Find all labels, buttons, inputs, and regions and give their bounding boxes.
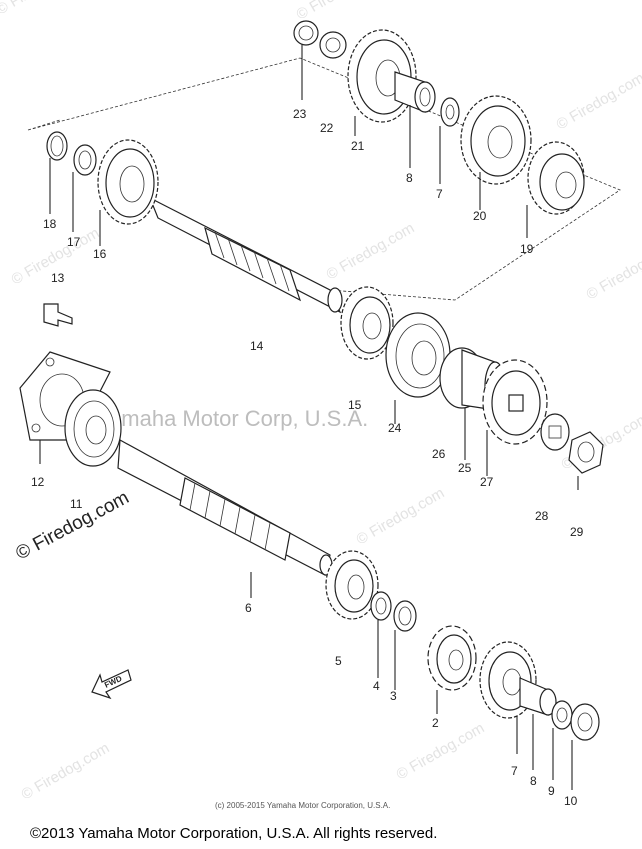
- part-3-circlip: [393, 600, 417, 632]
- watermark: © Firedog.com: [554, 69, 642, 133]
- leader-lines: [39, 44, 579, 790]
- part-number: 16: [93, 247, 107, 261]
- part-number: 29: [570, 525, 584, 539]
- part-number: 23: [293, 107, 307, 121]
- part-29-nut: [568, 431, 604, 474]
- part-16-gear: [97, 139, 159, 225]
- part-number: 19: [520, 242, 534, 256]
- watermark: © Firedog.com: [584, 239, 642, 303]
- part-number: 4: [373, 679, 380, 693]
- part-number: 5: [335, 654, 342, 668]
- part-number: 21: [351, 139, 365, 153]
- part-8-bushing: [394, 71, 436, 113]
- part-4-washer: [370, 591, 392, 621]
- assembly-outline: [27, 57, 621, 301]
- copyright-footer: ©2013 Yamaha Motor Corporation, U.S.A. A…: [30, 825, 437, 842]
- part-number: 8: [406, 171, 413, 185]
- part-20-gear: [460, 95, 532, 185]
- watermark: © Firedog.com: [354, 484, 448, 548]
- part-9-washer: [551, 700, 573, 730]
- part-number: 8: [530, 774, 537, 788]
- part-number: 13: [51, 271, 65, 285]
- part-28-lock-washer: [540, 413, 570, 451]
- part-labels: 18 17 16 13 14 23 22 21 8 7 20 19 15 24 …: [31, 107, 584, 808]
- part-number: 28: [535, 509, 549, 523]
- part-15-gear: [340, 286, 394, 360]
- part-number: 15: [348, 398, 362, 412]
- part-number: 2: [432, 716, 439, 730]
- part-number: 24: [388, 421, 402, 435]
- part-27-sprocket: [482, 359, 548, 445]
- part-number: 14: [250, 339, 264, 353]
- part-number: 18: [43, 217, 57, 231]
- watermark: © Firedog.com: [19, 739, 113, 803]
- part-18-circlip: [46, 131, 68, 161]
- part-number: 9: [548, 784, 555, 798]
- main-axle: [148, 196, 343, 314]
- part-6-drive-axle: [117, 439, 333, 576]
- part-2-gear: [427, 625, 477, 691]
- part-5-gear: [325, 550, 379, 620]
- part-11-bearing: [64, 389, 122, 467]
- watermark-yamaha: Yamaha Motor Corp, U.S.A.: [96, 406, 368, 431]
- watermark: © Firedog.com: [0, 0, 87, 18]
- part-number: 11: [70, 497, 83, 511]
- part-number: 7: [511, 764, 518, 778]
- part-7-washer-upper: [440, 97, 460, 127]
- copyright-small: (c) 2005-2015 Yamaha Motor Corporation, …: [215, 801, 390, 810]
- part-19-gear: [527, 141, 585, 215]
- part-number: 22: [320, 121, 334, 135]
- part-number: 17: [67, 235, 81, 249]
- part-number: 25: [458, 461, 472, 475]
- part-17-washer: [73, 144, 97, 176]
- part-number: 12: [31, 475, 45, 489]
- part-8-bushing-lower: [519, 677, 557, 716]
- watermark: © Firedog.com: [294, 0, 388, 23]
- part-number: 7: [436, 187, 443, 201]
- part-number: 6: [245, 601, 252, 615]
- part-number: 27: [480, 475, 494, 489]
- forward-arrow-icon: FWD: [91, 669, 132, 700]
- part-22-washer: [319, 31, 347, 59]
- watermark: © Firedog.com: [394, 719, 488, 783]
- part-13-screw: [43, 303, 73, 327]
- part-number: 3: [390, 689, 397, 703]
- watermark: © Firedog.com: [324, 219, 418, 283]
- part-10-washer: [570, 703, 600, 741]
- part-number: 26: [432, 447, 446, 461]
- part-number: 10: [564, 794, 578, 808]
- part-23-circlip: [293, 20, 319, 46]
- part-number: 20: [473, 209, 487, 223]
